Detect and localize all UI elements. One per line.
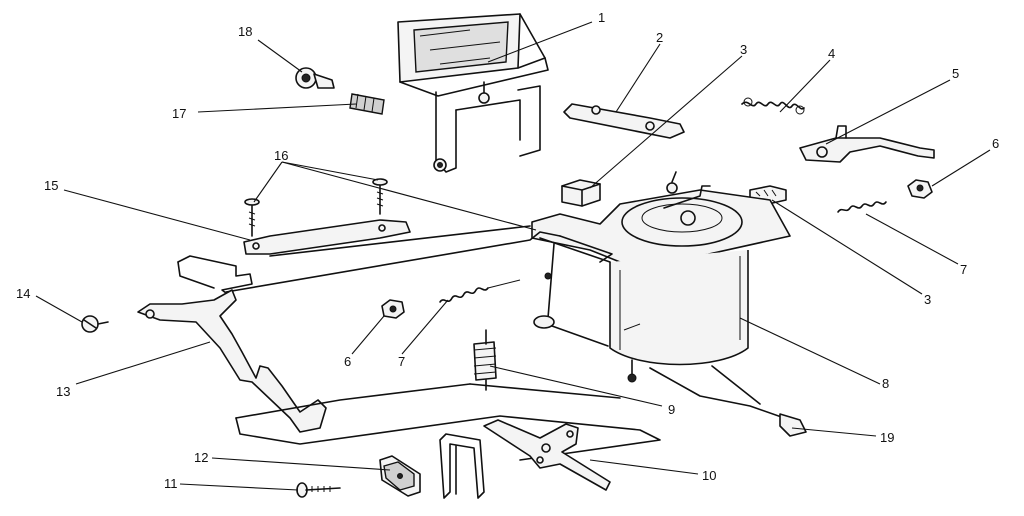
part-18-knob (295, 67, 335, 89)
callout-7-right: 7 (960, 262, 967, 277)
roller-pin (533, 315, 609, 347)
part-9-coil-spring (473, 329, 497, 391)
callout-18: 18 (238, 24, 252, 39)
main-frame (177, 225, 613, 319)
part-16-screws (244, 178, 388, 237)
part-4-spring (741, 97, 805, 115)
callout-9: 9 (668, 402, 675, 417)
callout-1: 1 (598, 10, 605, 25)
part-5-lever-plate (799, 125, 935, 163)
part-10-lever (483, 419, 611, 491)
callout-15: 15 (44, 178, 58, 193)
callout-17: 17 (172, 106, 186, 121)
lower-base-outline (235, 383, 661, 461)
callout-6-right: 6 (992, 136, 999, 151)
callout-5: 5 (952, 66, 959, 81)
part-17-spring (349, 93, 385, 115)
part-14-screw (81, 315, 109, 333)
part-3-block-left (561, 179, 601, 207)
part-2-link-plate (563, 103, 685, 139)
part-6-nut-right (907, 179, 933, 199)
part-6-nut-middle (381, 299, 405, 319)
part-7-spring-middle (439, 279, 521, 303)
callout-6-middle: 6 (344, 354, 351, 369)
callout-3-upper: 3 (740, 42, 747, 57)
leader-lines (35, 21, 991, 491)
callout-19: 19 (880, 430, 894, 445)
callout-labels: 1 2 3 4 5 6 7 3 8 19 10 9 11 12 13 14 6 … (16, 10, 999, 491)
callout-13: 13 (56, 384, 70, 399)
u-bracket (439, 433, 485, 499)
part-8-motor (531, 171, 807, 437)
part-12-plate (379, 455, 421, 497)
part-15-bracket-strip (243, 219, 411, 255)
callout-2: 2 (656, 30, 663, 45)
callout-12: 12 (194, 450, 208, 465)
callout-3-right: 3 (924, 292, 931, 307)
callout-8: 8 (882, 376, 889, 391)
part-13-lever (137, 289, 327, 433)
callout-4: 4 (828, 46, 835, 61)
callout-7-middle: 7 (398, 354, 405, 369)
callout-10: 10 (702, 468, 716, 483)
part-7-spring-right (837, 201, 887, 213)
callout-14: 14 (16, 286, 30, 301)
part-1-mirror-bracket (397, 13, 549, 173)
callout-11: 11 (164, 476, 178, 491)
callout-16: 16 (274, 148, 288, 163)
part-11-screw (296, 482, 341, 498)
